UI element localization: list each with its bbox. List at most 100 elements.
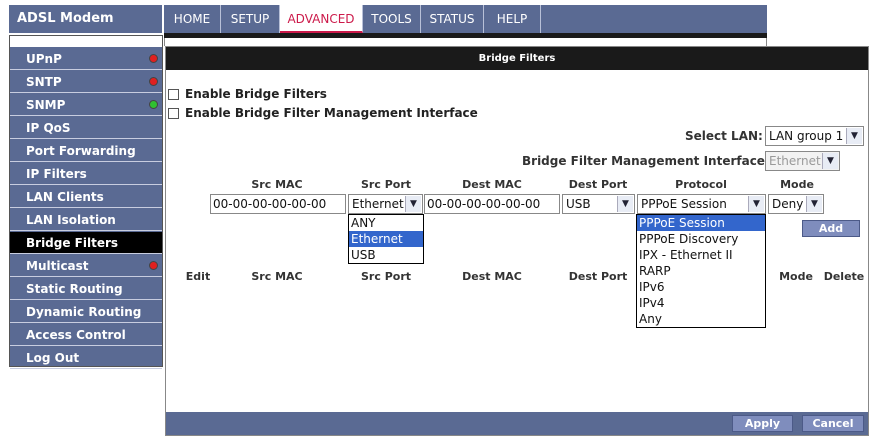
chevron-down-icon[interactable]: ▼ — [405, 196, 421, 212]
sidebar-item-label: Dynamic Routing — [26, 305, 142, 319]
sidebar-item-label: LAN Isolation — [26, 213, 116, 227]
select-lan-value: LAN group 1 — [769, 129, 844, 143]
sidebar-item-label: Multicast — [26, 259, 89, 273]
th-src-port: Src Port — [361, 270, 411, 283]
col-dest-port: Dest Port — [568, 178, 628, 191]
chevron-down-icon: ▼ — [822, 153, 838, 169]
th-edit: Edit — [185, 270, 211, 283]
enable-mgmt-interface-row[interactable]: Enable Bridge Filter Management Interfac… — [168, 106, 478, 120]
mgmt-interface-label: Bridge Filter Management Interface: — [522, 154, 770, 168]
sidebar-item-label: SNMP — [26, 98, 66, 112]
th-dest-port: Dest Port — [568, 270, 628, 283]
dest-port-dropdown[interactable]: USB ▼ — [562, 194, 635, 214]
sidebar-item-label: SNTP — [26, 75, 62, 89]
protocol-option[interactable]: Any — [639, 312, 662, 326]
col-dest-mac: Dest MAC — [462, 178, 522, 191]
checkbox-icon[interactable] — [168, 88, 179, 100]
src-port-dropdown[interactable]: Ethernet ▼ — [348, 194, 423, 214]
sidebar-item-bridge-filters[interactable]: Bridge Filters — [10, 232, 162, 254]
protocol-option[interactable]: PPPoE Session — [637, 215, 765, 231]
dest-port-value: USB — [566, 197, 591, 211]
sidebar-item-static-routing[interactable]: Static Routing — [10, 278, 162, 300]
sidebar-item-dynamic-routing[interactable]: Dynamic Routing — [10, 301, 162, 323]
sidebar-item-label: IP Filters — [26, 167, 87, 181]
sidebar: UPnP SNTP SNMP IP QoS Port Forwarding IP Filt… — [9, 35, 163, 369]
src-port-option[interactable]: Ethernet — [349, 231, 423, 247]
status-dot-icon — [149, 54, 158, 63]
sidebar-item-snmp[interactable]: SNMP — [10, 94, 162, 116]
sidebar-item-label: Bridge Filters — [26, 236, 119, 250]
sidebar-gap — [10, 36, 162, 47]
footer-bar: Apply Cancel — [166, 412, 868, 435]
chevron-down-icon[interactable]: ▼ — [806, 196, 822, 212]
col-src-mac: Src MAC — [251, 178, 303, 191]
protocol-option[interactable]: IPX - Ethernet II — [639, 248, 733, 262]
mgmt-interface-value: Ethernet — [769, 154, 821, 168]
th-dest-mac: Dest MAC — [462, 270, 522, 283]
sidebar-item-label: Static Routing — [26, 282, 123, 296]
sidebar-item-label: Access Control — [26, 328, 126, 342]
nav-subspace — [164, 38, 767, 46]
select-lan-dropdown[interactable]: LAN group 1 ▼ — [765, 126, 864, 146]
chevron-down-icon[interactable]: ▼ — [846, 128, 862, 144]
page-title: Bridge Filters — [166, 47, 868, 70]
status-dot-icon — [149, 100, 158, 109]
sidebar-item-sntp[interactable]: SNTP — [10, 71, 162, 93]
sidebar-item-label: IP QoS — [26, 121, 71, 135]
tab-tools[interactable]: TOOLS — [363, 5, 421, 33]
th-mode: Mode — [779, 270, 813, 283]
chevron-down-icon[interactable]: ▼ — [748, 196, 764, 212]
brand-title: ADSL Modem — [9, 5, 162, 33]
tab-setup[interactable]: SETUP — [221, 5, 280, 33]
sidebar-item-label: LAN Clients — [26, 190, 104, 204]
mgmt-interface-dropdown: Ethernet ▼ — [765, 151, 840, 171]
checkbox-icon[interactable] — [168, 107, 179, 119]
src-port-value: Ethernet — [352, 197, 404, 211]
main-panel: Bridge Filters Enable Bridge Filters Ena… — [165, 46, 869, 436]
sidebar-item-label: Port Forwarding — [26, 144, 136, 158]
dest-mac-input[interactable]: 00-00-00-00-00-00 — [424, 194, 560, 214]
sidebar-item-ip-qos[interactable]: IP QoS — [10, 117, 162, 139]
protocol-option[interactable]: IPv4 — [639, 296, 665, 310]
tab-status[interactable]: STATUS — [421, 5, 484, 33]
sidebar-item-upnp[interactable]: UPnP — [10, 48, 162, 70]
th-src-mac: Src MAC — [251, 270, 303, 283]
tab-home[interactable]: HOME — [164, 5, 221, 33]
sidebar-item-lan-clients[interactable]: LAN Clients — [10, 186, 162, 208]
status-dot-icon — [149, 261, 158, 270]
protocol-dropdown[interactable]: PPPoE Session ▼ — [637, 194, 766, 214]
src-port-option[interactable]: ANY — [351, 216, 376, 230]
select-lan-label: Select LAN: — [685, 129, 763, 143]
tab-advanced[interactable]: ADVANCED — [280, 5, 363, 33]
apply-button[interactable]: Apply — [732, 415, 793, 432]
sidebar-item-label: Log Out — [26, 351, 80, 365]
nav-underbar — [164, 33, 767, 38]
sidebar-item-access-control[interactable]: Access Control — [10, 324, 162, 346]
tab-help[interactable]: HELP — [484, 5, 541, 33]
protocol-option[interactable]: PPPoE Discovery — [639, 232, 739, 246]
sidebar-item-lan-isolation[interactable]: LAN Isolation — [10, 209, 162, 231]
protocol-value: PPPoE Session — [641, 197, 727, 211]
sidebar-item-label: UPnP — [26, 52, 62, 66]
cancel-button[interactable]: Cancel — [802, 415, 864, 432]
src-port-option[interactable]: USB — [351, 248, 376, 262]
enable-bridge-filters-row[interactable]: Enable Bridge Filters — [168, 87, 327, 101]
protocol-option[interactable]: RARP — [639, 264, 671, 278]
add-button[interactable]: Add — [802, 220, 860, 237]
th-delete: Delete — [823, 270, 865, 283]
sidebar-item-port-forwarding[interactable]: Port Forwarding — [10, 140, 162, 162]
src-mac-input[interactable]: 00-00-00-00-00-00 — [210, 194, 346, 214]
chevron-down-icon[interactable]: ▼ — [617, 196, 633, 212]
sidebar-item-multicast[interactable]: Multicast — [10, 255, 162, 277]
col-src-port: Src Port — [361, 178, 411, 191]
mode-dropdown[interactable]: Deny ▼ — [768, 194, 824, 214]
sidebar-item-log-out[interactable]: Log Out — [10, 347, 162, 369]
enable-bridge-filters-label: Enable Bridge Filters — [185, 87, 327, 101]
sidebar-item-ip-filters[interactable]: IP Filters — [10, 163, 162, 185]
mode-value: Deny — [772, 197, 804, 211]
col-mode: Mode — [780, 178, 814, 191]
protocol-option[interactable]: IPv6 — [639, 280, 665, 294]
